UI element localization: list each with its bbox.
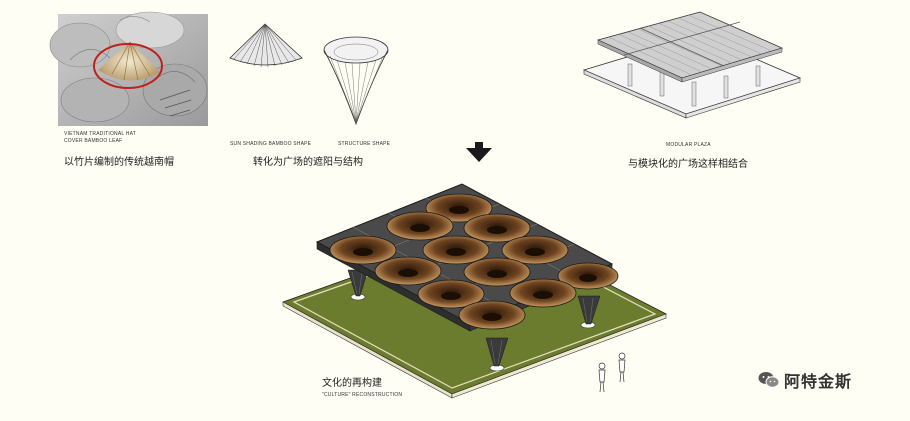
final-caption-en: "CULTURE" RECONSTRUCTION: [322, 392, 403, 398]
modular-plaza-diagram: [582, 11, 802, 119]
down-arrow-icon: [466, 142, 492, 162]
wechat-icon: [758, 372, 780, 388]
hat-caption-en-line2: COVER BAMBOO LEAF: [64, 138, 123, 144]
structure-cone: [323, 36, 389, 126]
watermark: 阿特金斯: [758, 368, 852, 392]
plaza-caption-en: MODULAR PLAZA: [666, 142, 711, 148]
highlighted-hat: [93, 41, 163, 89]
shape-caption-en-left: SUN SHADING BAMBOO SHAPE: [230, 141, 312, 147]
hat-caption-en-line1: VIETNAM TRADITIONAL HAT: [64, 131, 137, 137]
watermark-text: 阿特金斯: [784, 372, 853, 391]
hat-photo: [49, 11, 208, 126]
final-caption-zh: 文化的再构建: [322, 378, 382, 389]
plaza-caption-zh: 与模块化的广场这样相结合: [628, 159, 748, 170]
shape-caption-zh: 转化为广场的遮阳与结构: [253, 157, 363, 168]
hat-caption-zh: 以竹片编制的传统越南帽: [64, 157, 174, 168]
sun-shading-cone: [229, 23, 303, 68]
human-figures: [598, 352, 626, 393]
reconstruction-model: [282, 183, 667, 399]
shape-caption-en-right: STRUCTURE SHAPE: [338, 141, 391, 147]
